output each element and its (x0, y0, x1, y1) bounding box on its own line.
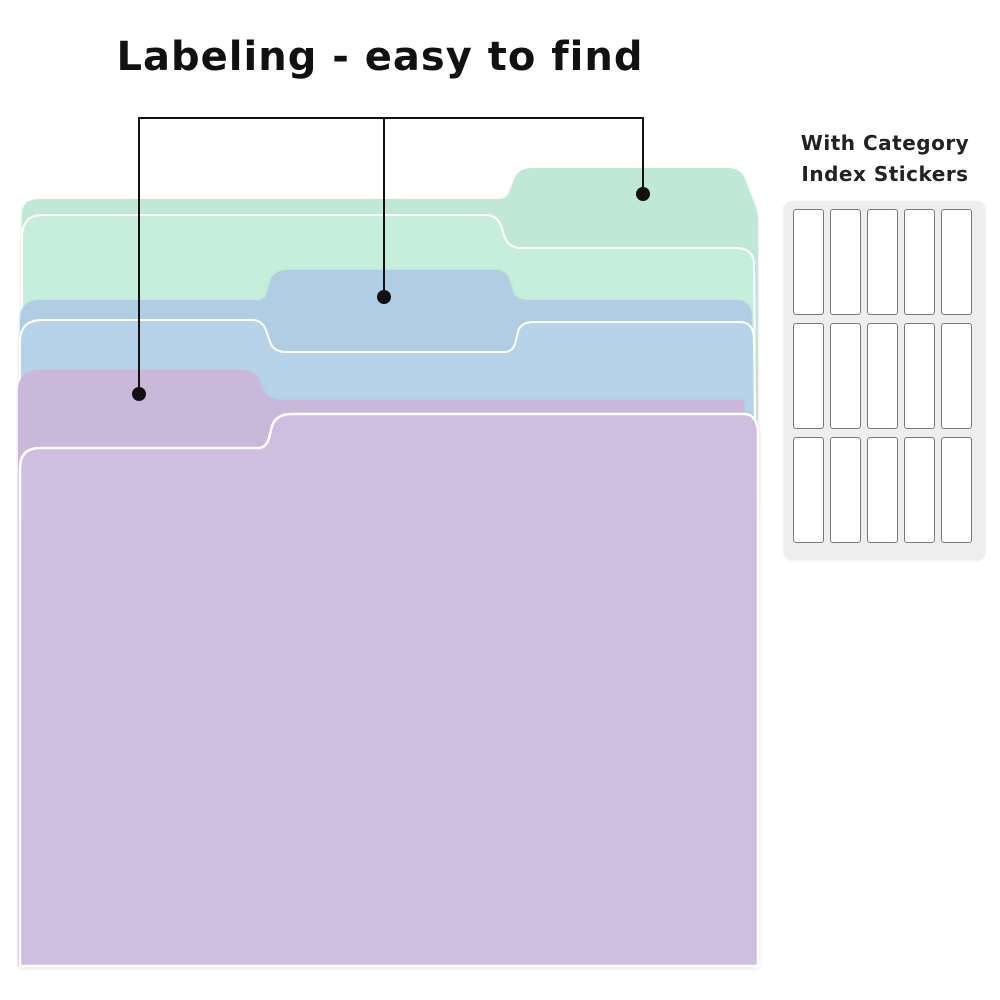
index-sticker (793, 323, 824, 429)
index-sticker (830, 323, 861, 429)
index-sticker (941, 323, 972, 429)
callout-dot-blue-tab (377, 290, 391, 304)
sticker-title-line1: With Category (800, 131, 970, 155)
index-sticker (941, 437, 972, 543)
purple-folder (18, 370, 760, 968)
callout-line-left (138, 117, 644, 393)
index-sticker (867, 209, 898, 315)
index-sticker (830, 437, 861, 543)
index-sticker (941, 209, 972, 315)
sticker-panel-title: With Category Index Stickers (785, 128, 985, 190)
callout-dot-purple-tab (132, 387, 146, 401)
index-sticker (867, 437, 898, 543)
index-sticker-sheet (784, 201, 985, 559)
index-sticker (904, 323, 935, 429)
index-sticker (904, 437, 935, 543)
purple-folder-front (18, 412, 760, 968)
callout-dot-green-tab (636, 187, 650, 201)
sticker-grid (793, 209, 972, 543)
callout-lines (138, 117, 644, 393)
index-sticker (793, 209, 824, 315)
index-sticker (830, 209, 861, 315)
index-sticker (904, 209, 935, 315)
headline: Labeling - easy to find (116, 34, 644, 80)
index-sticker (793, 437, 824, 543)
index-sticker (867, 323, 898, 429)
sticker-title-line2: Index Stickers (801, 162, 969, 186)
